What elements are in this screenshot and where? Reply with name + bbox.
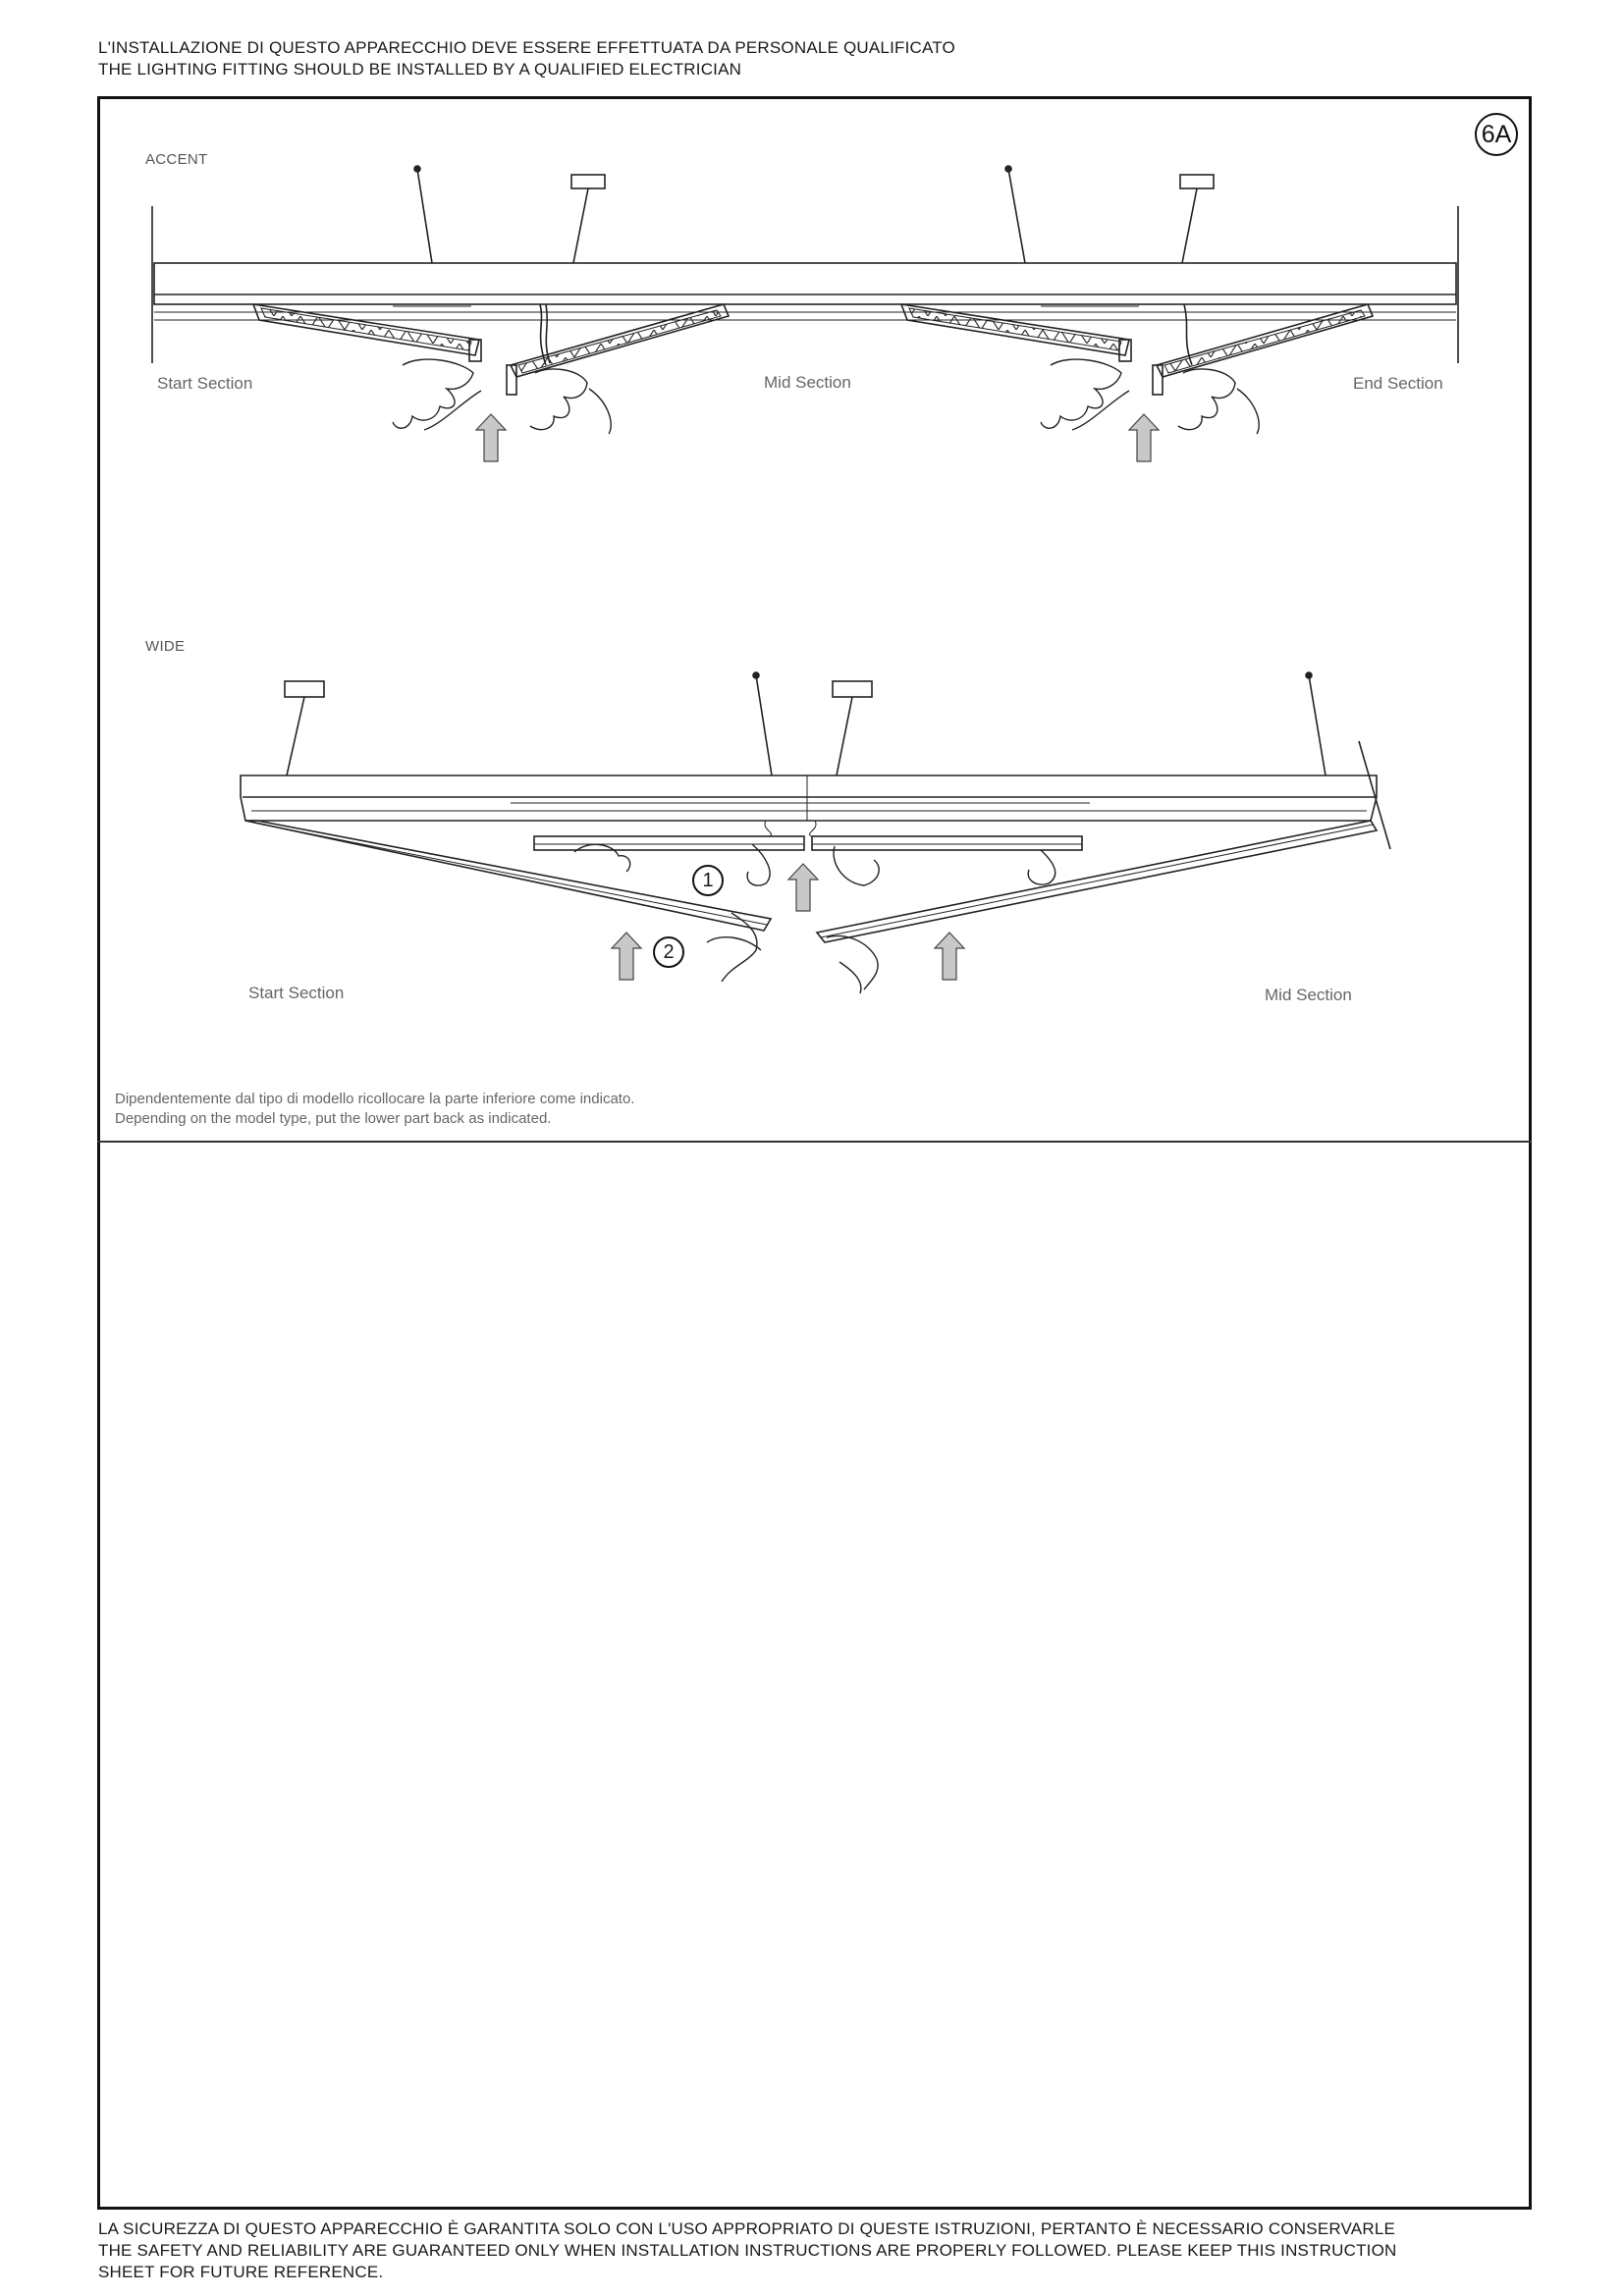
step-badge: 6A: [1475, 113, 1518, 156]
accent-canopy-1: [570, 174, 606, 189]
frame-divider: [97, 1141, 1532, 1143]
accent-label-start: Start Section: [157, 374, 253, 393]
wide-diagram: [240, 671, 1391, 994]
wide-arrow-up-right: [933, 932, 966, 981]
placement-note-it: Dipendentemente dal tipo di modello rico…: [115, 1091, 635, 1107]
footer-line-en: THE SAFETY AND RELIABILITY ARE GUARANTEE…: [98, 2241, 1397, 2260]
step-2-marker: 2: [653, 936, 684, 968]
accent-label-mid: Mid Section: [764, 373, 851, 392]
placement-note: Dipendentemente dal tipo di modello rico…: [115, 1090, 634, 1129]
wide-inner-module-left: [533, 835, 805, 851]
header-line-it: L'INSTALLAZIONE DI QUESTO APPARECCHIO DE…: [98, 38, 955, 57]
wide-title: WIDE: [145, 638, 186, 655]
wide-cable-1: [755, 674, 773, 776]
accent-arrow-up-1: [474, 413, 508, 462]
wide-arrow-up-left: [610, 932, 643, 981]
wide-canopy-2: [832, 680, 873, 698]
wide-right-wall: [1358, 740, 1391, 850]
placement-note-en: Depending on the model type, put the low…: [115, 1110, 552, 1127]
wide-hands: [573, 843, 1056, 994]
accent-canopy-2: [1179, 174, 1215, 189]
accent-module-left-1: [251, 302, 482, 362]
accent-module-right-2: [1152, 303, 1375, 396]
accent-cable-1: [416, 168, 433, 264]
accent-profile-body: [153, 262, 1457, 305]
wide-canopy-1: [284, 680, 325, 698]
wide-label-mid: Mid Section: [1265, 986, 1352, 1004]
accent-label-end: End Section: [1353, 374, 1443, 393]
accent-title: ACCENT: [145, 151, 208, 168]
footer-safety: LA SICUREZZA DI QUESTO APPARECCHIO È GAR…: [98, 2218, 1551, 2283]
accent-module-right-1: [899, 302, 1132, 362]
wide-arrow-up-center: [786, 863, 820, 912]
wide-diffuser-left: [244, 820, 773, 932]
accent-arrow-up-2: [1127, 413, 1161, 462]
header-line-en: THE LIGHTING FITTING SHOULD BE INSTALLED…: [98, 60, 742, 79]
step-1-marker: 1: [692, 865, 724, 896]
accent-diagram: [151, 165, 1459, 462]
wide-cable-2: [1308, 674, 1326, 776]
footer-line-en-2: SHEET FOR FUTURE REFERENCE.: [98, 2263, 384, 2281]
wide-profile-body: [240, 774, 1378, 822]
footer-line-it: LA SICUREZZA DI QUESTO APPARECCHIO È GAR…: [98, 2219, 1396, 2238]
accent-module-left-2: [506, 303, 731, 396]
wide-diffuser-right: [815, 820, 1379, 943]
accent-cable-2: [1007, 168, 1026, 264]
header-warning: L'INSTALLAZIONE DI QUESTO APPARECCHIO DE…: [98, 37, 955, 80]
wide-inner-module-right: [811, 835, 1083, 851]
accent-hands: [392, 358, 1260, 435]
instruction-frame: [97, 96, 1532, 2210]
wide-label-start: Start Section: [248, 984, 345, 1002]
